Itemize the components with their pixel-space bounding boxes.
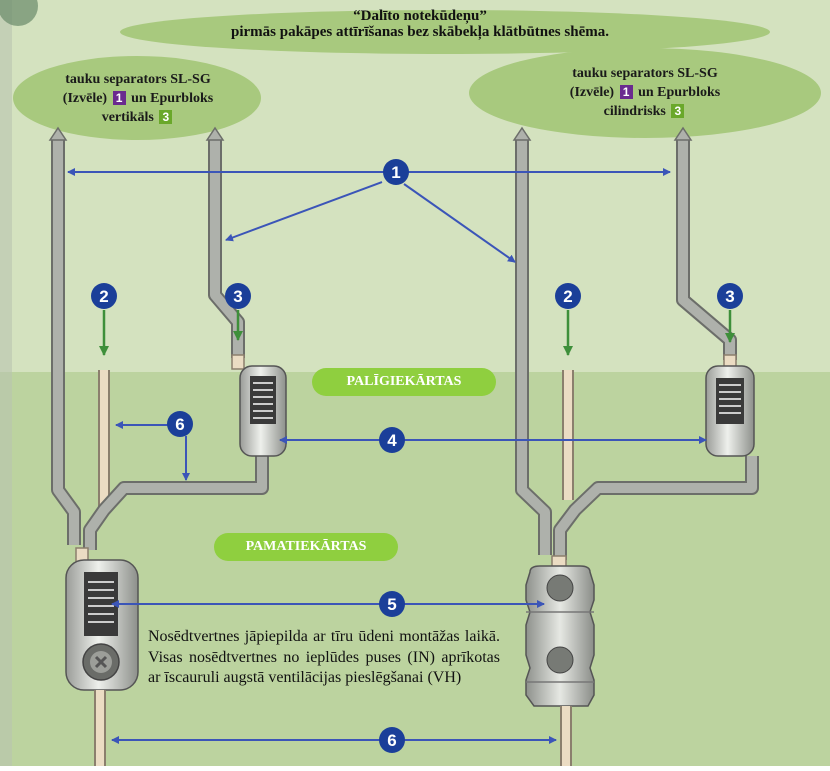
right-system-label: tauku separators SL-SG (Izvēle) 1 un Epu…	[474, 64, 816, 121]
diagram-title: “Dalīto notekūdeņu” pirmās pakāpes attīr…	[140, 8, 700, 40]
marker-6-upper: 6	[167, 411, 193, 437]
left-label-ellipse	[13, 56, 261, 140]
arrows-marker-4-5-6	[111, 421, 707, 744]
marker-6-lower: 6	[379, 727, 405, 753]
marker-2-left: 2	[91, 283, 117, 309]
left-aux-connector-pipe	[83, 456, 269, 550]
left-main-tank	[65, 547, 139, 691]
marker-5: 5	[379, 591, 405, 617]
marker-1: 1	[383, 159, 409, 185]
right-label-line-2-post: un Epurbloks	[638, 85, 721, 100]
right-aux-vent-pipe	[673, 126, 737, 360]
svg-text:2: 2	[99, 287, 108, 306]
title-line-1: “Dalīto notekūdeņu”	[353, 8, 487, 24]
left-system-label: tauku separators SL-SG (Izvēle) 1 un Epu…	[22, 70, 254, 127]
arrows-marker-1	[67, 168, 671, 263]
svg-text:4: 4	[387, 431, 397, 450]
marker-4: 4	[379, 427, 405, 453]
marker-2-right: 2	[555, 283, 581, 309]
left-vent-pipe	[48, 126, 81, 545]
marker-3-right: 3	[717, 283, 743, 309]
left-label-line-1: tauku separators SL-SG	[65, 72, 211, 87]
right-label-badge-1: 1	[619, 85, 633, 99]
arrows-marker-2-3	[99, 310, 735, 356]
title-ellipse	[120, 10, 770, 54]
left-label-line-2-pre: (Izvēle)	[62, 91, 108, 106]
svg-text:2: 2	[563, 287, 572, 306]
svg-text:3: 3	[725, 287, 734, 306]
left-label-line-3-pre: vertikāls	[101, 110, 154, 125]
right-label-line-1: tauku separators SL-SG	[572, 66, 718, 81]
left-label-badge-1: 1	[112, 91, 126, 105]
right-label-line-2-pre: (Izvēle)	[569, 85, 615, 100]
title-line-2: pirmās pakāpes attīrīšanas bez skābekļa …	[231, 24, 609, 40]
svg-text:3: 3	[233, 287, 242, 306]
right-label-badge-3: 3	[671, 104, 685, 118]
marker-3-left: 3	[225, 283, 251, 309]
left-label-line-2-post: un Epurbloks	[131, 91, 214, 106]
right-cylindrical-tank	[525, 555, 595, 707]
svg-text:6: 6	[175, 415, 184, 434]
right-label-line-3-pre: cilindrisks	[603, 104, 666, 119]
installation-note: Nosēdtvertnes jāpiepilda ar tīru ūdeni m…	[148, 628, 500, 686]
main-zone-label: PAMATIEKĀRTAS	[214, 533, 398, 561]
right-label-ellipse	[469, 48, 821, 138]
right-grease-separator	[705, 365, 755, 457]
right-vent-pipe	[512, 126, 552, 555]
auxiliary-zone-label: PALĪGIEKĀRTAS	[312, 368, 496, 396]
corner-decoration	[0, 0, 38, 26]
svg-text:1: 1	[391, 163, 400, 182]
right-aux-connector-pipe	[553, 456, 759, 560]
svg-text:6: 6	[387, 731, 396, 750]
svg-text:5: 5	[387, 595, 396, 614]
left-label-badge-3: 3	[159, 110, 173, 124]
left-grease-separator	[239, 365, 287, 457]
